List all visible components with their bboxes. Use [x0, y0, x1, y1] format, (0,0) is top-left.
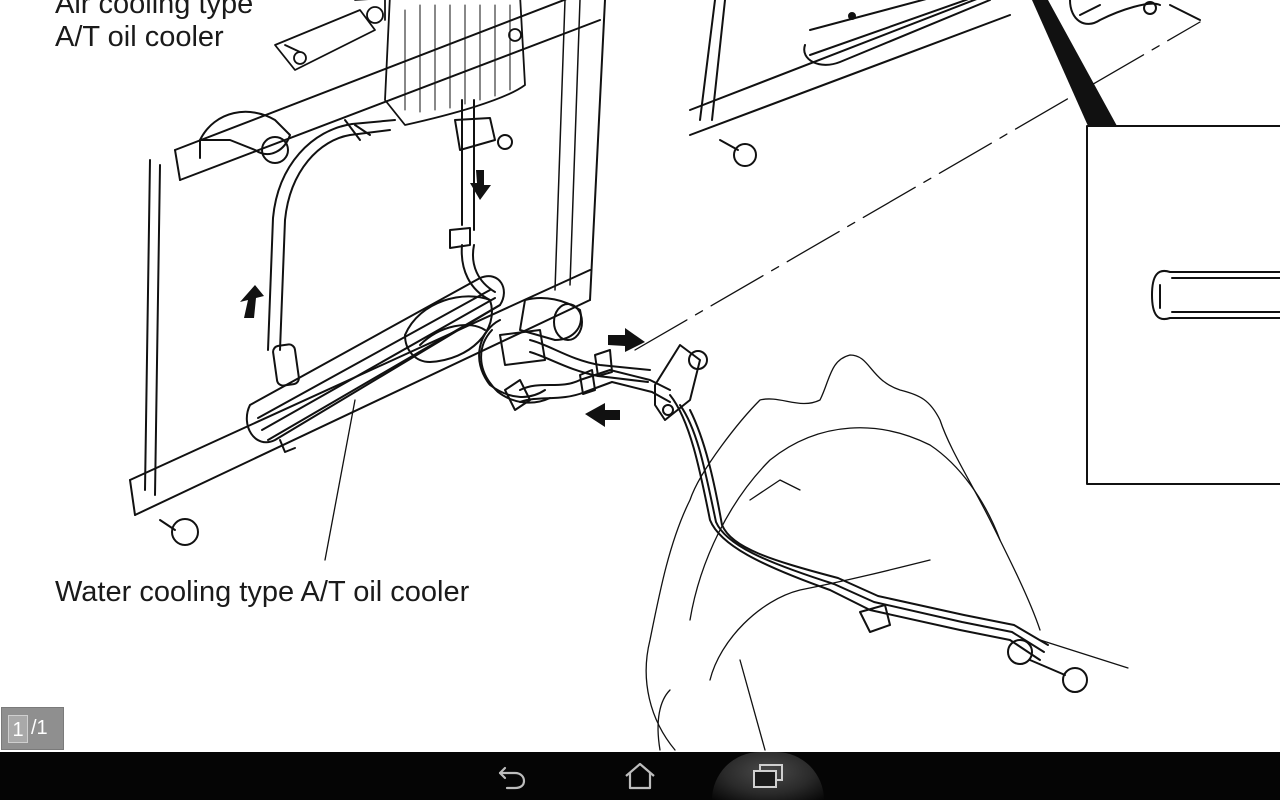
recents-button[interactable] [712, 752, 824, 800]
document-viewer[interactable]: Air cooling type A/T oil cooler Water co… [0, 0, 1280, 752]
water-cooling-label: Water cooling type A/T oil cooler [55, 576, 470, 608]
home-button[interactable] [600, 752, 680, 800]
home-icon [625, 762, 655, 790]
back-icon [498, 766, 526, 790]
oil-cooler-diagram [129, 0, 1280, 751]
connection-pipes [478, 319, 671, 411]
back-button[interactable] [472, 752, 552, 800]
left-radiator [129, 0, 606, 546]
bracket [654, 344, 708, 421]
air-cooling-label-line2: A/T oil cooler [55, 21, 224, 53]
right-radiator [689, 0, 1201, 167]
total-pages: /1 [31, 717, 48, 739]
detail-box [1086, 125, 1280, 485]
water-cooler-leader [324, 399, 356, 561]
air-cooler-pipes [267, 99, 513, 387]
callout-wedge [1032, 0, 1117, 126]
air-cooling-label-line1: Air cooling type [55, 0, 254, 20]
current-page-number: 1 [8, 714, 28, 743]
recents-icon [753, 764, 783, 788]
flow-arrows [240, 170, 645, 427]
air-cooling-label: Air cooling type A/T oil cooler [55, 0, 253, 54]
system-navigation-bar [0, 752, 1280, 800]
transmission-pipes [669, 394, 1129, 693]
leader-line [634, 21, 1201, 351]
page-indicator[interactable]: 1 /1 [1, 707, 64, 750]
transmission-housing [645, 354, 1041, 751]
